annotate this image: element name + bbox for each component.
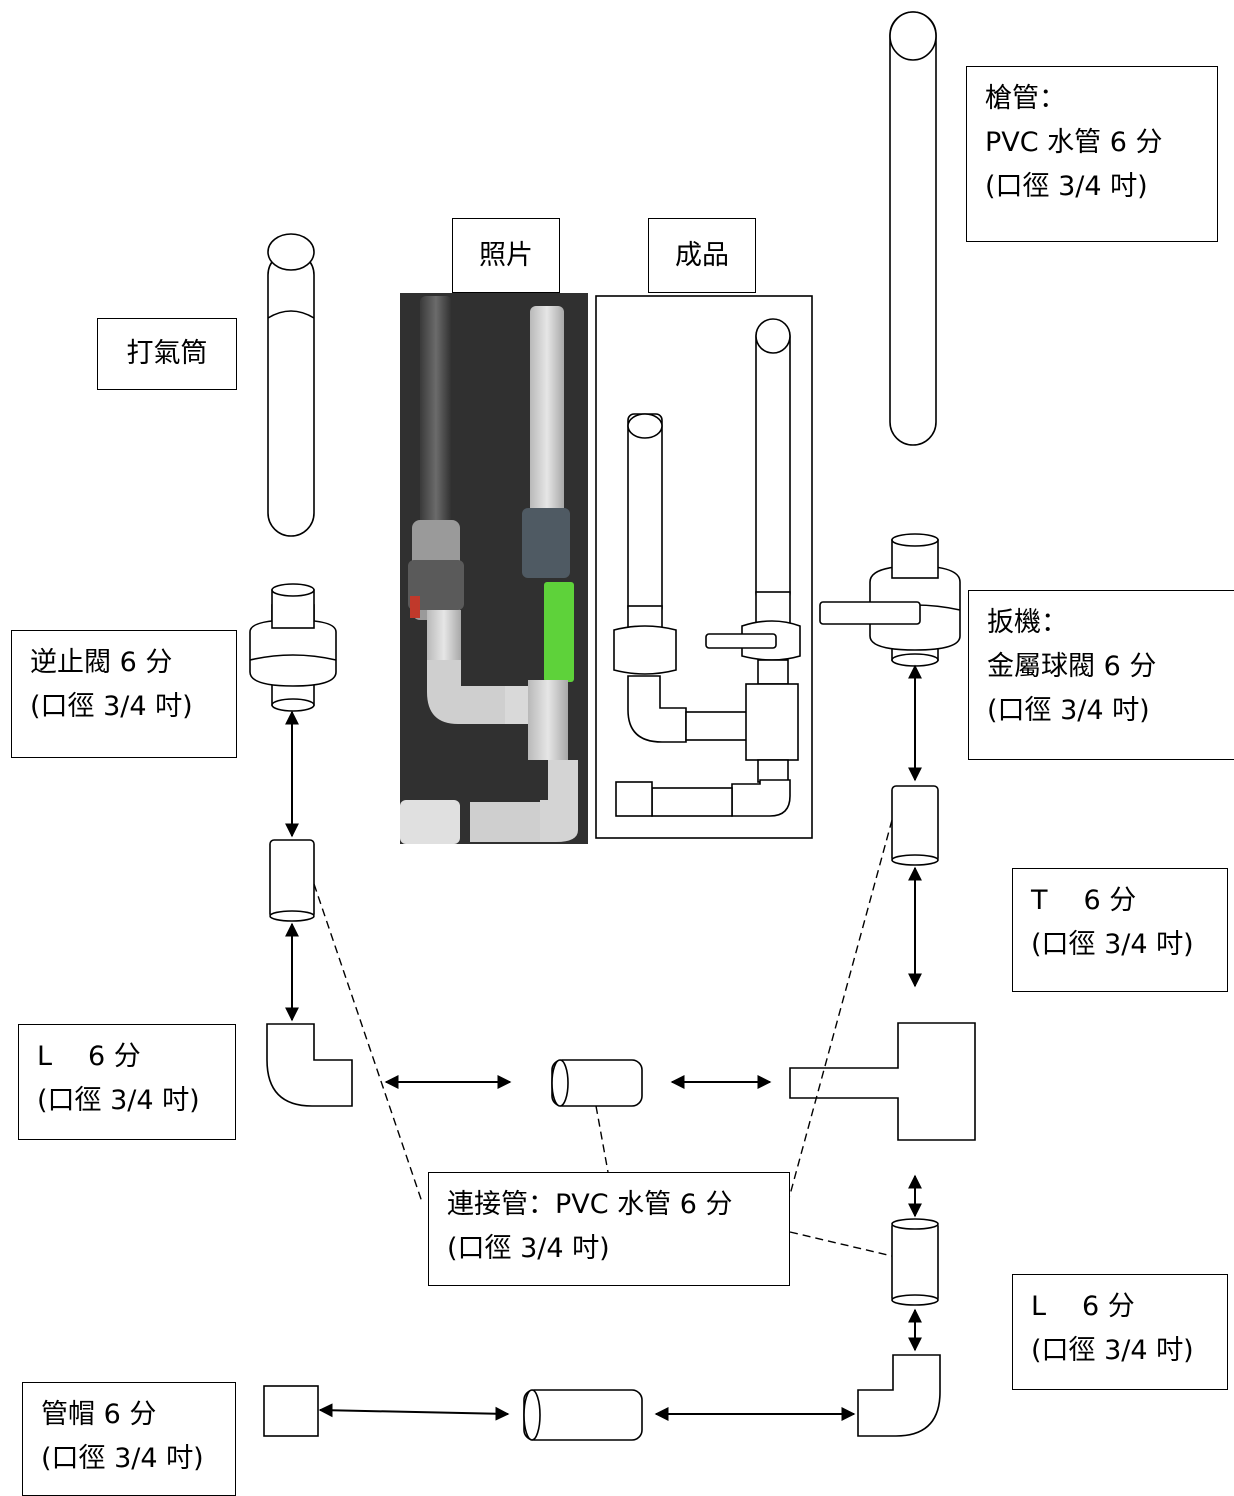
- elbow-left-label: L 6 分 (口徑 3/4 吋): [18, 1024, 236, 1140]
- short-pipe-right-top-part: [892, 786, 938, 865]
- connector-middle-part: [552, 1060, 642, 1106]
- short-pipe-right-bottom-part: [892, 1219, 938, 1305]
- elbow-right-part: [858, 1355, 940, 1436]
- elbow-right-label: L 6 分 (口徑 3/4 吋): [1012, 1274, 1228, 1390]
- tee-size: 6 分: [1084, 885, 1137, 916]
- check-valve-line1: 逆止閥 6 分: [30, 641, 236, 685]
- tee-part: [790, 1023, 975, 1140]
- check-valve-label: 逆止閥 6 分 (口徑 3/4 吋): [11, 630, 237, 758]
- trigger-title: 扳機：: [987, 601, 1234, 645]
- barrel-title: 槍管：: [985, 77, 1217, 121]
- trigger-label: 扳機： 金屬球閥 6 分 (口徑 3/4 吋): [968, 590, 1234, 760]
- tee-line2: (口徑 3/4 吋): [1031, 923, 1227, 967]
- air-pump-part: [268, 234, 314, 536]
- barrel-part: [890, 12, 936, 445]
- connector-line1: 連接管：PVC 水管 6 分: [447, 1183, 789, 1227]
- finished-label-text: 成品: [675, 234, 729, 278]
- photo-label: 照片: [452, 218, 560, 293]
- cap-part: [264, 1386, 318, 1436]
- finished-product-drawing: [596, 296, 812, 838]
- barrel-line1: PVC 水管 6 分: [985, 121, 1217, 165]
- finished-label: 成品: [648, 218, 756, 293]
- elbow-left-size: 6 分: [88, 1041, 141, 1072]
- cap-line1: 管帽 6 分: [41, 1393, 235, 1437]
- short-pipe-left-part: [270, 840, 314, 921]
- cap-line2: (口徑 3/4 吋): [41, 1437, 235, 1481]
- check-valve-line2: (口徑 3/4 吋): [30, 685, 236, 729]
- product-photo: [400, 293, 588, 844]
- connector-line2: (口徑 3/4 吋): [447, 1227, 789, 1271]
- elbow-right-size: 6 分: [1082, 1291, 1135, 1322]
- check-valve-part: [250, 584, 336, 711]
- photo-label-text: 照片: [479, 234, 533, 278]
- air-pump-label-text: 打氣筒: [127, 332, 208, 376]
- tee-code: T: [1031, 885, 1048, 916]
- barrel-label: 槍管： PVC 水管 6 分 (口徑 3/4 吋): [966, 66, 1218, 242]
- connector-bottom-part: [524, 1390, 642, 1440]
- barrel-line2: (口徑 3/4 吋): [985, 165, 1217, 209]
- trigger-line2: (口徑 3/4 吋): [987, 689, 1234, 733]
- air-pump-label: 打氣筒: [97, 318, 237, 390]
- elbow-left-code: L: [37, 1041, 52, 1072]
- elbow-left-part: [267, 1024, 352, 1106]
- ball-valve-part: [820, 534, 960, 666]
- elbow-left-line2: (口徑 3/4 吋): [37, 1079, 235, 1123]
- connector-label: 連接管：PVC 水管 6 分 (口徑 3/4 吋): [428, 1172, 790, 1286]
- elbow-right-line2: (口徑 3/4 吋): [1031, 1329, 1227, 1373]
- trigger-line1: 金屬球閥 6 分: [987, 645, 1234, 689]
- tee-label: T 6 分 (口徑 3/4 吋): [1012, 868, 1228, 992]
- cap-label: 管帽 6 分 (口徑 3/4 吋): [22, 1382, 236, 1496]
- elbow-right-code: L: [1031, 1291, 1046, 1322]
